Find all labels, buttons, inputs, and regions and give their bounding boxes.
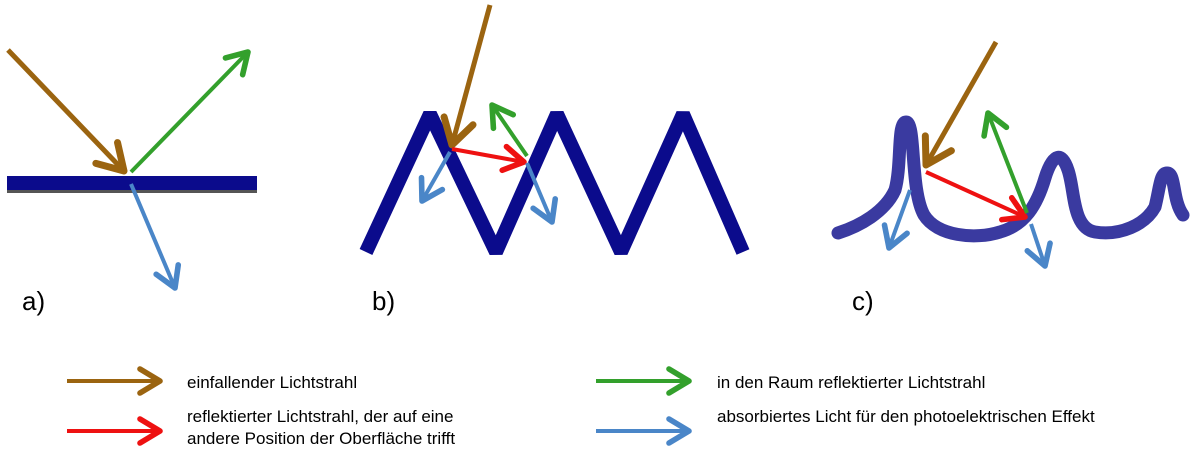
- absorbed-ray-b2: [525, 162, 559, 225]
- irregular-surface: [831, 115, 1190, 243]
- legend-surface-label-line1: reflektierter Lichtstrahl, der auf eine: [187, 407, 454, 426]
- zigzag-surface: [359, 110, 750, 256]
- panel-b: [359, 4, 750, 256]
- legend-absorbed-label: absorbiertes Licht für den photoelektris…: [717, 407, 1095, 426]
- legend-surface-label-line2: andere Position der Oberfläche trifft: [187, 429, 456, 448]
- absorbed-ray-a: [129, 183, 182, 291]
- absorbed-ray-c1: [881, 189, 912, 251]
- incident-ray-b: [440, 4, 493, 149]
- space-reflected-ray-c: [981, 110, 1029, 214]
- incident-ray-a: [6, 48, 128, 175]
- panel-label-a: a): [22, 286, 46, 316]
- flat-surface: [7, 176, 257, 190]
- absorbed-ray-c2: [1024, 223, 1053, 269]
- incident-ray-c: [921, 40, 999, 169]
- legend-arrows: [67, 366, 692, 446]
- panel-label-c: c): [852, 286, 874, 316]
- surface-reflected-ray-b: [451, 143, 527, 174]
- panel-a: [6, 48, 257, 291]
- panel-label-b: b): [372, 286, 396, 316]
- reflected-ray-a: [129, 49, 251, 174]
- space-reflected-ray-b: [489, 102, 529, 158]
- absorbed-ray-b1: [418, 151, 452, 204]
- panel-c: [831, 40, 1190, 269]
- legend-incident-label: einfallender Lichtstrahl: [187, 373, 358, 392]
- legend-space-label: in den Raum reflektierter Lichtstrahl: [717, 373, 986, 392]
- surface-reflected-ray-c: [925, 170, 1028, 223]
